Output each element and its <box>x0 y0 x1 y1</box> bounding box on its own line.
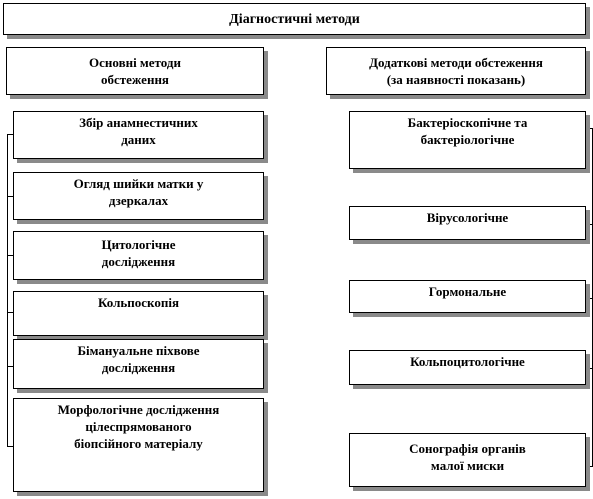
left-connector-tick-1 <box>7 134 14 135</box>
main-method-label: Кольпоскопія <box>98 295 179 310</box>
main-method-item: Збір анамнестичних даних <box>13 111 264 159</box>
left-connector-tick-5 <box>7 366 14 367</box>
main-method-label: Цитологічне дослідження <box>101 237 176 269</box>
additional-method-label: Гормональне <box>428 284 507 299</box>
left-connector-tick-4 <box>7 312 14 313</box>
right-connector-tick-4 <box>585 368 593 369</box>
main-method-label: Бімануальне піхвове дослідження <box>77 343 200 375</box>
main-methods-header: Основні методи обстеження <box>89 55 181 87</box>
right-connector-tick-2 <box>585 224 593 225</box>
left-connector-vertical <box>7 134 8 446</box>
main-method-item: Огляд шийки матки у дзеркалах <box>13 172 264 220</box>
additional-method-label: Бактеріоскопічне та бактеріологічне <box>407 115 528 147</box>
additional-methods-header-box: Додаткові методи обстеження (за наявност… <box>326 47 586 95</box>
main-method-item: Цитологічне дослідження <box>13 231 264 280</box>
right-connector-tick-1 <box>585 128 593 129</box>
additional-method-label: Вірусологічне <box>426 210 509 225</box>
additional-method-item: Вірусологічне <box>349 206 586 240</box>
main-method-item: Бімануальне піхвове дослідження <box>13 339 264 389</box>
main-method-item: Морфологічне дослідження цілеспрямованог… <box>13 398 264 492</box>
additional-method-item: Гормональне <box>349 280 586 313</box>
main-method-label: Морфологічне дослідження цілеспрямованог… <box>57 402 220 451</box>
main-methods-header-box: Основні методи обстеження <box>6 47 264 95</box>
main-method-label: Збір анамнестичних даних <box>79 115 198 147</box>
additional-methods-header: Додаткові методи обстеження (за наявност… <box>369 55 543 87</box>
right-connector-tick-3 <box>585 298 593 299</box>
additional-method-item: Сонографія органів малої миски <box>349 433 586 487</box>
left-connector-tick-3 <box>7 255 14 256</box>
diagram-title: Діагностичні методи <box>229 11 360 27</box>
additional-method-item: Бактеріоскопічне та бактеріологічне <box>349 111 586 169</box>
left-connector-tick-6 <box>7 446 14 447</box>
diagram-title-box: Діагностичні методи <box>3 3 586 35</box>
additional-method-label: Сонографія органів малої миски <box>409 441 526 473</box>
additional-method-item: Кольпоцитологічне <box>349 350 586 385</box>
left-connector-tick-2 <box>7 196 14 197</box>
main-method-label: Огляд шийки матки у дзеркалах <box>73 176 204 208</box>
additional-method-label: Кольпоцитологічне <box>410 354 525 369</box>
right-connector-tick-5 <box>585 466 593 467</box>
main-method-item: Кольпоскопія <box>13 291 264 336</box>
